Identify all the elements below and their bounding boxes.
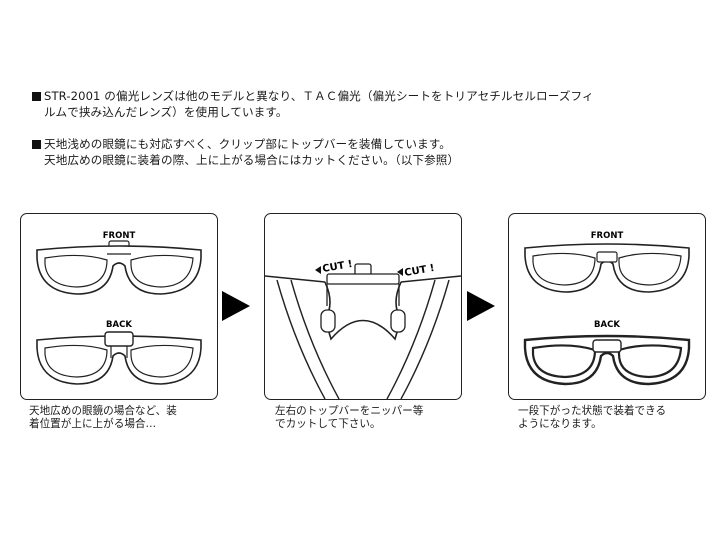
note-top-bar: 天地浅めの眼鏡にも対応すべく、クリップ部にトップバーを装備しています。 天地広め… [32, 137, 459, 168]
caption-cut-line2: でカットして下さい。 [275, 417, 381, 430]
cut-marks: CUT ! CUT ! [315, 259, 435, 279]
bullet-square-icon [32, 91, 41, 101]
caption-cut: 左右のトップバーをニッパー等 でカットして下さい。 [275, 405, 423, 430]
panel-cut-illustration: CUT ! CUT ! [264, 213, 462, 400]
front-glasses-drawing [36, 240, 202, 295]
note2-line1: 天地浅めの眼鏡にも対応すべく、クリップ部にトップバーを装備しています。 [44, 137, 451, 151]
note2-line2: 天地広めの眼鏡に装着の際、上に上がる場合にはカットください。（以下参照） [44, 152, 460, 167]
back-label: BACK [594, 320, 620, 330]
caption-cut-line1: 左右のトップバーをニッパー等 [275, 405, 424, 417]
back-glasses-drawing [523, 334, 691, 386]
caption-before-line1: 天地広めの眼鏡の場合など、装 [29, 405, 177, 417]
cut-left-label: CUT ! [322, 259, 354, 275]
caption-before: 天地広めの眼鏡の場合など、装 着位置が上に上がる場合… [29, 405, 177, 430]
note1-line2: ルムで挟み込んだレンズ）を使用しています。 [44, 104, 288, 119]
right-arrow-icon [467, 291, 495, 321]
scissors-cut-icon [397, 268, 403, 276]
frame-closeup-drawing [265, 263, 461, 399]
cut-diagram-svg: CUT ! CUT ! [265, 259, 461, 399]
note1-line1: STR-2001 の偏光レンズは他のモデルと異なり、ＴＡＣ偏光（偏光シートをトリ… [44, 89, 594, 103]
front-glasses-drawing [524, 243, 690, 293]
caption-after: 一段下がった状態で装着できる ようになります。 [518, 405, 666, 430]
cut-right-label: CUT ! [404, 263, 436, 279]
front-label: FRONT [591, 231, 624, 241]
bullet-square-icon [32, 139, 41, 149]
scissors-cut-icon [315, 266, 321, 274]
panel-after-illustration: FRONT BACK [508, 213, 706, 400]
glasses-after-svg: FRONT BACK [523, 231, 691, 386]
back-label: BACK [106, 320, 132, 330]
right-arrow-icon [222, 291, 250, 321]
front-label: FRONT [103, 231, 136, 241]
glasses-before-svg: FRONT BACK [36, 231, 202, 385]
caption-before-line2: 着位置が上に上がる場合… [29, 417, 157, 430]
note-tac-lens: STR-2001 の偏光レンズは他のモデルと異なり、ＴＡＣ偏光（偏光シートをトリ… [32, 89, 594, 120]
panel-before-illustration: FRONT BACK [20, 213, 218, 400]
caption-after-line1: 一段下がった状態で装着できる [518, 405, 667, 417]
caption-after-line2: ようになります。 [518, 417, 602, 430]
back-glasses-drawing [36, 331, 202, 385]
